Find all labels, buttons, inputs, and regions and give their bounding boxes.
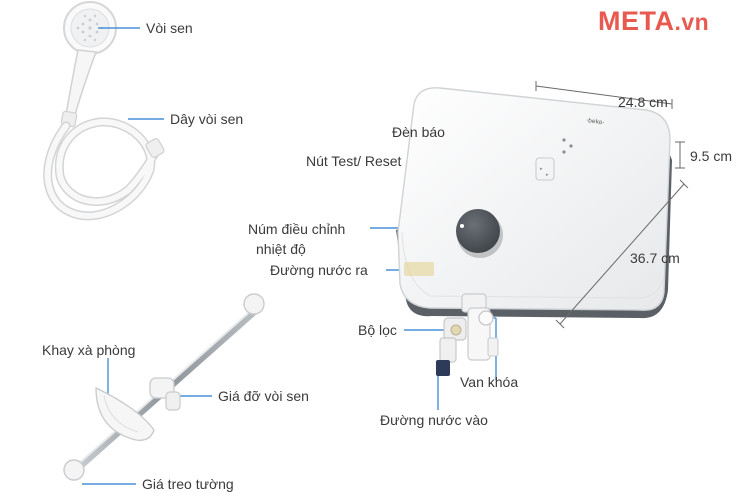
shower-hose-icon bbox=[43, 117, 165, 221]
label-water-inlet: Đường nước vào bbox=[380, 412, 488, 428]
temperature-knob-icon bbox=[456, 209, 503, 258]
dimension-height: 36.7 cm bbox=[630, 250, 680, 266]
svg-text:▸: ▸ bbox=[546, 172, 549, 178]
label-valve: Van khóa bbox=[460, 374, 519, 390]
svg-text:·beko·: ·beko· bbox=[586, 117, 605, 126]
label-shower-head: Vòi sen bbox=[146, 20, 193, 36]
water-outlet-icon bbox=[404, 262, 434, 276]
shower-holder-icon bbox=[149, 377, 181, 411]
label-soap-tray: Khay xà phòng bbox=[42, 342, 136, 358]
dimension-width: 24.8 cm bbox=[618, 94, 668, 110]
label-wall-rail: Giá treo tường bbox=[142, 476, 234, 492]
label-shower-holder: Giá đỡ vòi sen bbox=[218, 388, 309, 404]
filter-icon bbox=[450, 324, 462, 336]
soap-tray-icon bbox=[95, 386, 155, 441]
brand-logo: META.vn bbox=[598, 6, 710, 36]
label-filter: Bộ lọc bbox=[358, 322, 397, 338]
water-heater-unit: ·beko· ▸ ▸ bbox=[396, 87, 672, 319]
indicator-light-icon bbox=[562, 138, 573, 154]
test-reset-button-icon: ▸ ▸ bbox=[535, 157, 555, 181]
label-temp-knob-line1: Núm điều chỉnh bbox=[248, 221, 346, 237]
valve-handle-icon bbox=[487, 337, 499, 357]
label-test-reset: Nút Test/ Reset bbox=[306, 153, 402, 169]
label-temp-knob-line2: nhiệt độ bbox=[256, 241, 306, 257]
label-water-outlet: Đường nước ra bbox=[270, 262, 368, 278]
svg-text:▸: ▸ bbox=[540, 166, 543, 172]
water-inlet-icon bbox=[436, 360, 450, 376]
dimension-lines bbox=[535, 81, 689, 329]
dimension-depth: 9.5 cm bbox=[690, 148, 733, 164]
label-shower-hose: Dây vòi sen bbox=[170, 111, 244, 127]
label-indicator-light: Đèn báo bbox=[392, 124, 445, 140]
valve-assembly bbox=[436, 293, 499, 376]
shower-head-icon bbox=[60, 1, 117, 128]
